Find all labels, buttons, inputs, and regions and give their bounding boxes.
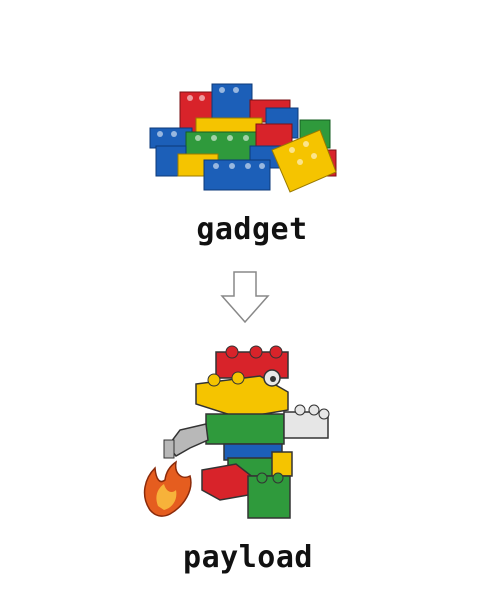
top-label: gadget	[196, 212, 308, 247]
fire-icon	[143, 460, 192, 517]
bottom-label: payload	[183, 540, 313, 575]
bricks-group	[149, 83, 337, 193]
down-arrow-icon	[220, 271, 270, 324]
lego-robot-icon	[163, 345, 330, 519]
